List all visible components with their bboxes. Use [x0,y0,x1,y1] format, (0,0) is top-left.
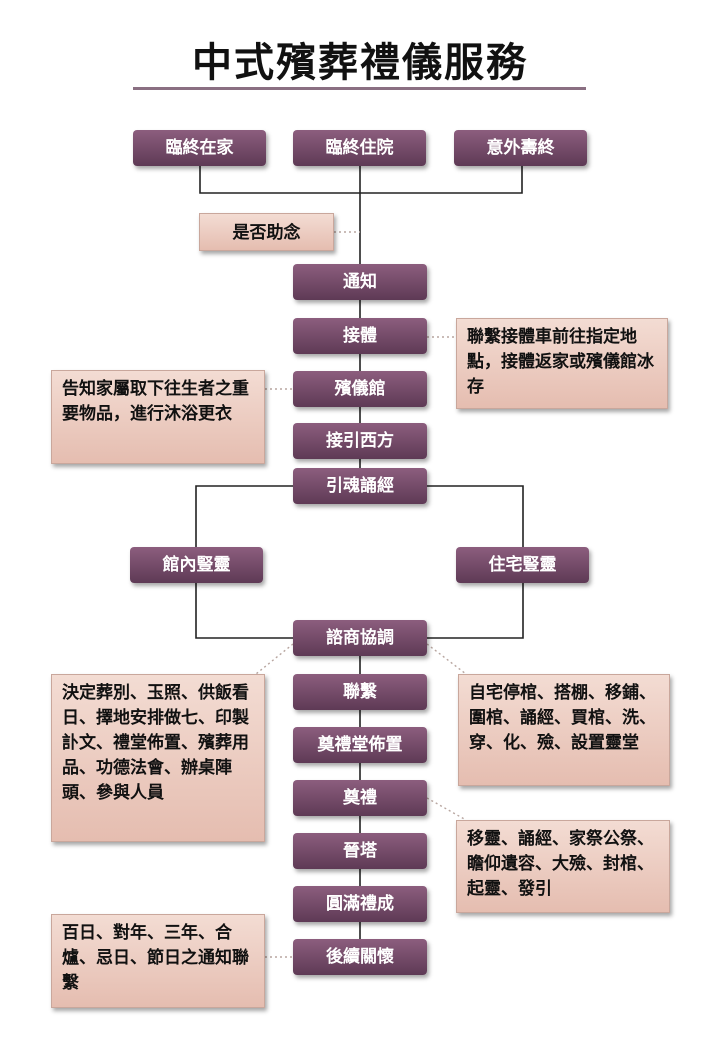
node-hall-altar: 館內豎靈 [130,547,263,583]
node-pickup: 接體 [293,318,427,354]
node-pagoda: 晉塔 [293,833,427,869]
start-merge-line [199,166,523,194]
note-chanting: 是否助念 [199,213,334,251]
note-funeral-home: 告知家屬取下往生者之重要物品，進行沐浴更衣 [51,370,265,464]
node-aftercare: 後續關懷 [293,939,427,975]
node-hospital-death: 臨終住院 [293,130,426,166]
node-accidental-death: 意外壽終 [454,130,587,166]
node-notify: 通知 [293,264,427,300]
page-title: 中式殯葬禮儀服務 [192,40,528,86]
title-underline [133,87,586,90]
node-ceremony: 奠禮 [293,780,427,816]
dotted-link-ceremony [426,797,467,821]
branch-right-bottom-line [427,582,524,639]
node-soul-chanting: 引魂誦經 [293,468,427,504]
branch-left-bottom-line [195,582,293,639]
node-home-death: 臨終在家 [133,130,266,166]
node-consultation: 諮商協調 [293,620,427,656]
node-contact: 聯繫 [293,674,427,710]
note-consult-left: 決定葬別、玉照、供飯看日、擇地安排做七、印製訃文、禮堂佈置、殯葬用品、功德法會、… [51,674,265,842]
note-consult-right: 自宅停棺、搭棚、移鋪、圍棺、誦經、買棺、洗、穿、化、殮、設置靈堂 [458,674,670,786]
note-aftercare: 百日、對年、三年、合爐、忌日、節日之通知聯繫 [51,914,265,1008]
node-reception: 接引西方 [293,423,427,459]
branch-left-top-line [195,485,293,547]
node-hall-setup: 奠禮堂佈置 [293,727,427,763]
branch-right-top-line [427,485,524,547]
node-funeral-home: 殯儀館 [293,371,427,407]
dotted-link-consult-right [426,643,467,675]
dotted-link-consult-left [255,643,294,675]
note-pickup: 聯繫接體車前往指定地點，接體返家或殯儀館冰存 [456,318,668,409]
note-ceremony: 移靈、誦經、家祭公祭、瞻仰遺容、大殮、封棺、起靈、發引 [456,820,670,913]
node-home-altar: 住宅豎靈 [456,547,589,583]
node-completion: 圓滿禮成 [293,886,427,922]
